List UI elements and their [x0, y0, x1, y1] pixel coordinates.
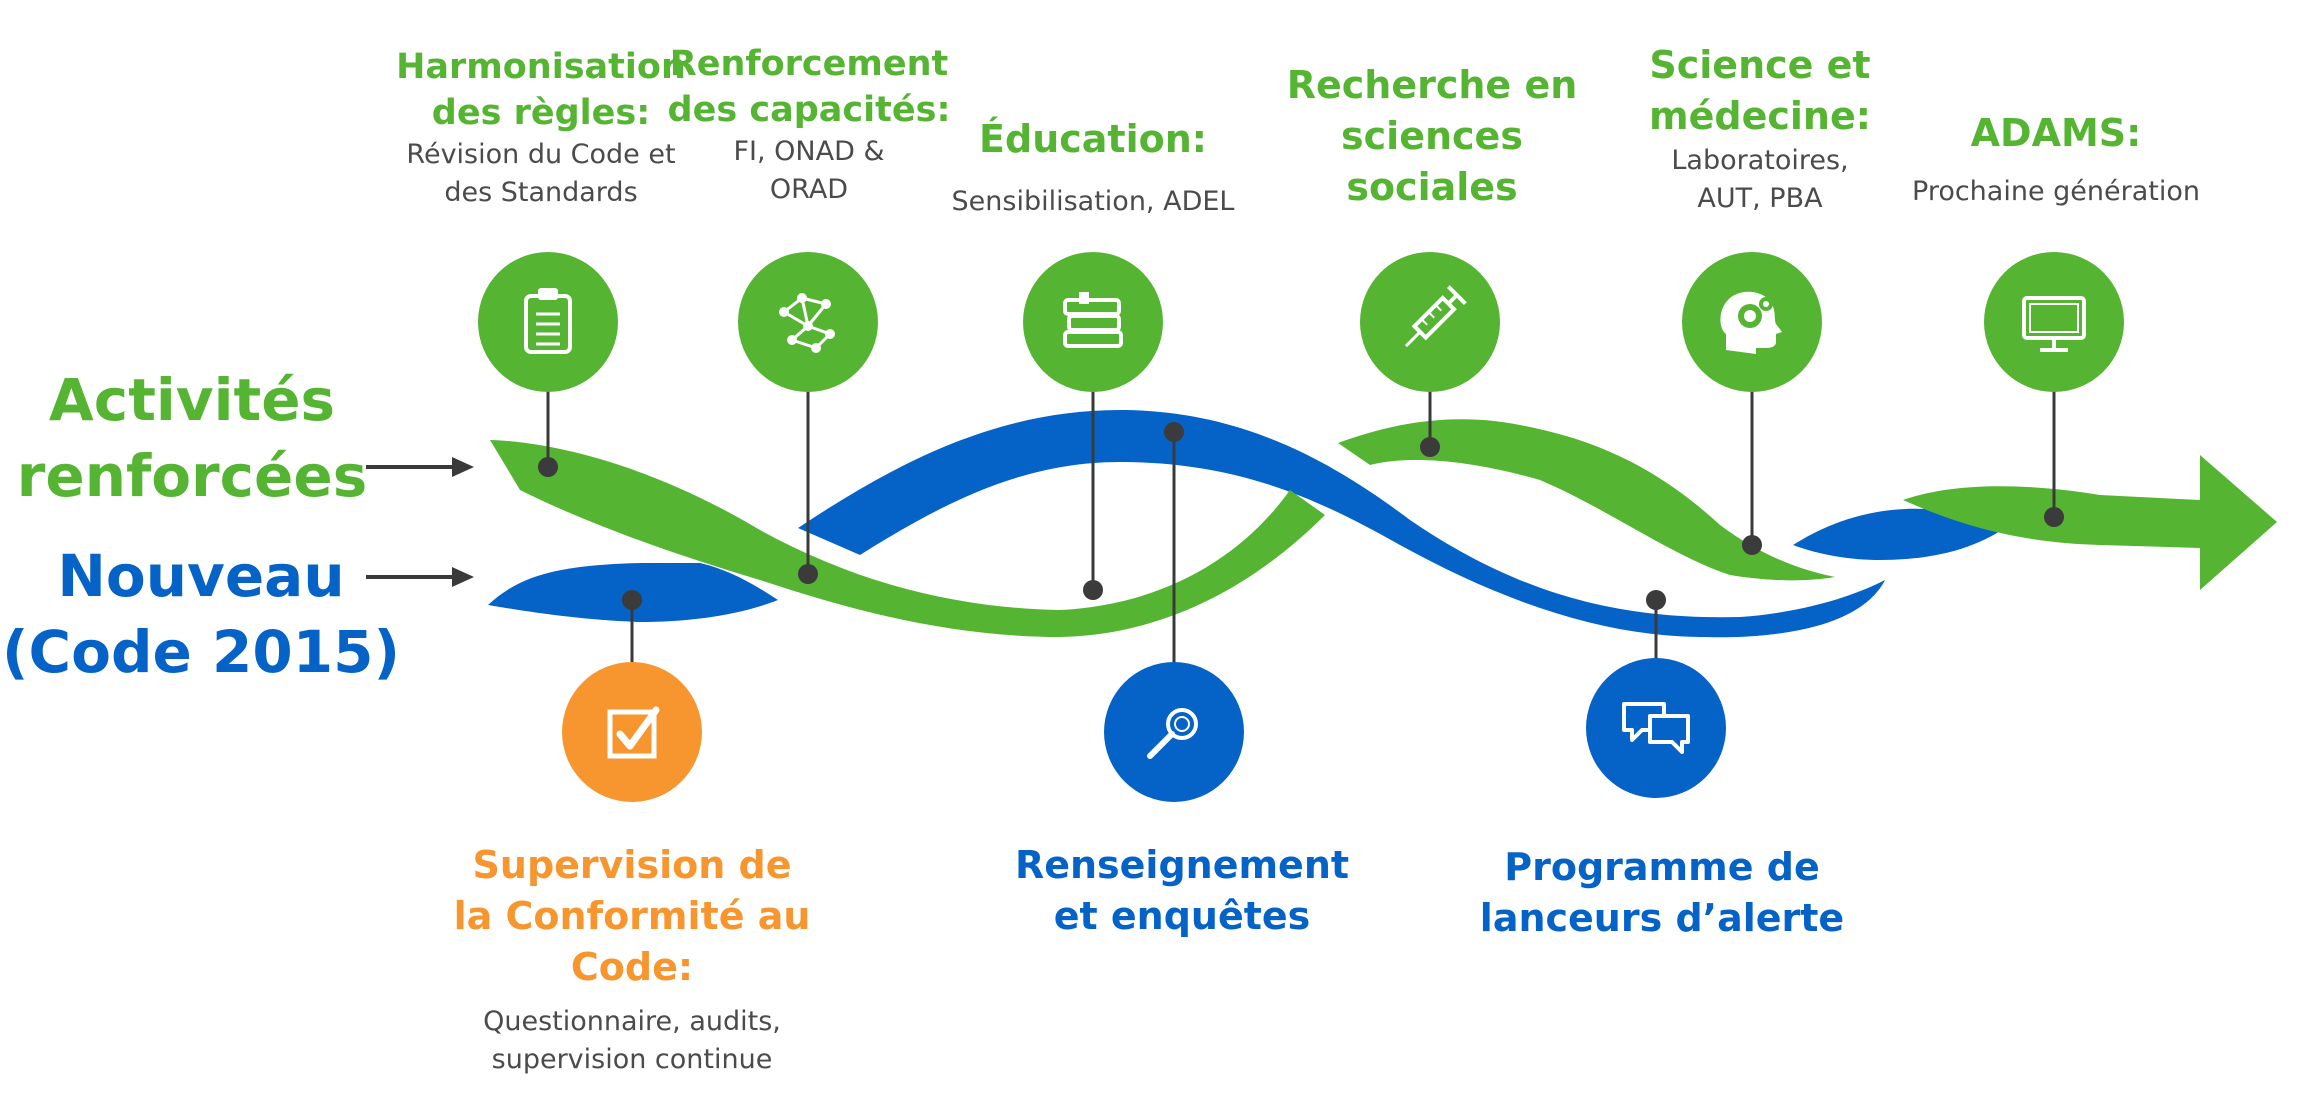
top-item-1-label: Harmonisation des règles: Révision du Co… [396, 44, 686, 212]
bottom-item-1-title-line-1: Supervision de [472, 843, 792, 887]
bottom-item-3-label: Programme de lanceurs d’alerte [1480, 842, 1844, 944]
top-item-2-label: Renforcement des capacités: FI, ONAD & O… [668, 41, 951, 209]
bottom-item-2-title-line-1: Renseignement [1014, 843, 1350, 887]
top-item-5-title: Science et médecine: [1649, 40, 1871, 142]
blue-ribbon-segment-3 [1793, 508, 2005, 560]
top-item-4-anchor-dot [1420, 437, 1440, 457]
top-item-2-title: Renforcement des capacités: [668, 41, 951, 133]
bottom-item-2-badge [1104, 662, 1244, 802]
syringe-icon [1404, 285, 1467, 348]
top-item-3-label: Éducation: Sensibilisation, ADEL [952, 114, 1235, 221]
bottom-item-1-desc: Questionnaire, audits, supervision conti… [454, 1003, 811, 1079]
legend-enhanced-line-1: Activités [48, 366, 336, 434]
top-item-4-title: Recherche en sciences sociales [1287, 60, 1578, 213]
icon-circles [478, 252, 2124, 802]
chat-bubbles-icon [1622, 702, 1690, 754]
top-item-5-title-line-1: Science et [1649, 43, 1871, 87]
top-item-5-desc-line-1: Laboratoires, [1671, 145, 1849, 176]
top-item-6-title: ADAMS: [1912, 108, 2200, 159]
top-item-3-badge [1023, 252, 1163, 392]
legend-enhanced-label: Activités renforcées [17, 362, 368, 514]
bottom-item-2-title-line-2: et enquêtes [1053, 894, 1311, 938]
monitor-icon [2022, 296, 2086, 352]
top-item-6-desc-line-1: Prochaine génération [1912, 176, 2200, 207]
top-item-2-desc-line-2: ORAD [769, 174, 849, 205]
top-item-5-badge [1682, 252, 1822, 392]
top-item-1-badge [478, 252, 618, 392]
bottom-item-2-label: Renseignement et enquêtes [1015, 840, 1349, 942]
magnifier-icon [1147, 708, 1198, 759]
top-item-6-desc: Prochaine génération [1912, 173, 2200, 211]
top-item-2-desc-line-1: FI, ONAD & [733, 136, 885, 167]
connector-dots [538, 422, 2064, 610]
top-item-5-anchor-dot [1742, 535, 1762, 555]
top-item-5-label: Science et médecine: Laboratoires, AUT, … [1649, 40, 1871, 218]
top-item-4-label: Recherche en sciences sociales [1287, 60, 1578, 213]
top-item-2-badge [738, 252, 878, 392]
books-icon [1063, 292, 1123, 348]
top-item-1-desc: Révision du Code et des Standards [396, 136, 686, 212]
legend-arrow-new [366, 567, 474, 587]
top-item-1-desc-line-2: des Standards [444, 177, 638, 208]
bottom-item-3-title-line-2: lanceurs d’alerte [1479, 896, 1845, 940]
top-item-3-desc: Sensibilisation, ADEL [952, 183, 1235, 221]
head-gears-icon [1720, 291, 1782, 354]
blue-ribbon-segment-2 [798, 410, 1885, 638]
top-item-1-title: Harmonisation des règles: [396, 44, 686, 136]
clipboard-icon [524, 288, 572, 354]
top-item-3-title-line-1: Éducation: [979, 117, 1207, 161]
top-item-4-title-line-2: sciences [1341, 114, 1523, 158]
top-item-4-title-line-1: Recherche en [1286, 63, 1578, 107]
bottom-item-1-title: Supervision de la Conformité au Code: [454, 840, 811, 993]
green-ribbon-segment-1 [490, 440, 1325, 637]
top-item-1-anchor-dot [538, 457, 558, 477]
bottom-item-3-badge [1586, 658, 1726, 798]
green-ribbon-segment-2 [1338, 419, 1835, 581]
bottom-item-1-anchor-dot [622, 590, 642, 610]
top-item-2-desc: FI, ONAD & ORAD [668, 133, 951, 209]
green-ribbon-segment-3 [1903, 455, 2277, 590]
bottom-item-1-desc-line-1: Questionnaire, audits, [483, 1006, 781, 1037]
top-item-6-label: ADAMS: Prochaine génération [1912, 108, 2200, 211]
top-item-5-title-line-2: médecine: [1649, 94, 1871, 138]
legend-new-line-2: (Code 2015) [2, 618, 400, 686]
bottom-item-1-title-line-2: la Conformité au [453, 894, 811, 938]
legend-new-label: Nouveau (Code 2015) [2, 538, 400, 690]
bottom-item-3-title-line-1: Programme de [1504, 845, 1820, 889]
top-item-1-title-line-2: des règles: [431, 93, 651, 133]
top-item-2-title-line-1: Renforcement [669, 44, 949, 84]
top-item-3-title: Éducation: [952, 114, 1235, 165]
top-item-6-badge [1984, 252, 2124, 392]
top-item-4-badge [1360, 252, 1500, 392]
top-item-3-anchor-dot [1083, 580, 1103, 600]
bottom-item-1-badge [562, 662, 702, 802]
top-item-5-desc: Laboratoires, AUT, PBA [1649, 142, 1871, 218]
top-item-2-title-line-2: des capacités: [667, 90, 951, 130]
top-item-4-title-line-3: sociales [1346, 165, 1518, 209]
bottom-item-3-title: Programme de lanceurs d’alerte [1480, 842, 1844, 944]
top-item-5-desc-line-2: AUT, PBA [1697, 183, 1823, 214]
legend-enhanced-line-2: renforcées [16, 442, 368, 510]
top-item-2-anchor-dot [798, 564, 818, 584]
top-item-6-anchor-dot [2044, 507, 2064, 527]
legend-new-line-1: Nouveau [57, 542, 345, 610]
bottom-item-3-anchor-dot [1646, 590, 1666, 610]
bottom-item-1-label: Supervision de la Conformité au Code: Qu… [454, 840, 811, 1079]
network-icon [779, 293, 835, 353]
top-item-6-title-line-1: ADAMS: [1970, 111, 2142, 155]
top-item-3-desc-line-1: Sensibilisation, ADEL [951, 186, 1235, 217]
bottom-item-1-title-line-3: Code: [570, 945, 694, 989]
bottom-item-2-title: Renseignement et enquêtes [1015, 840, 1349, 942]
bottom-item-1-desc-line-2: supervision continue [491, 1044, 773, 1075]
top-item-1-title-line-1: Harmonisation [396, 47, 686, 87]
top-item-1-desc-line-1: Révision du Code et [406, 139, 676, 170]
legend-arrow-enhanced [366, 457, 474, 477]
bottom-item-2-anchor-dot [1164, 422, 1184, 442]
checkbox-icon [607, 706, 660, 759]
